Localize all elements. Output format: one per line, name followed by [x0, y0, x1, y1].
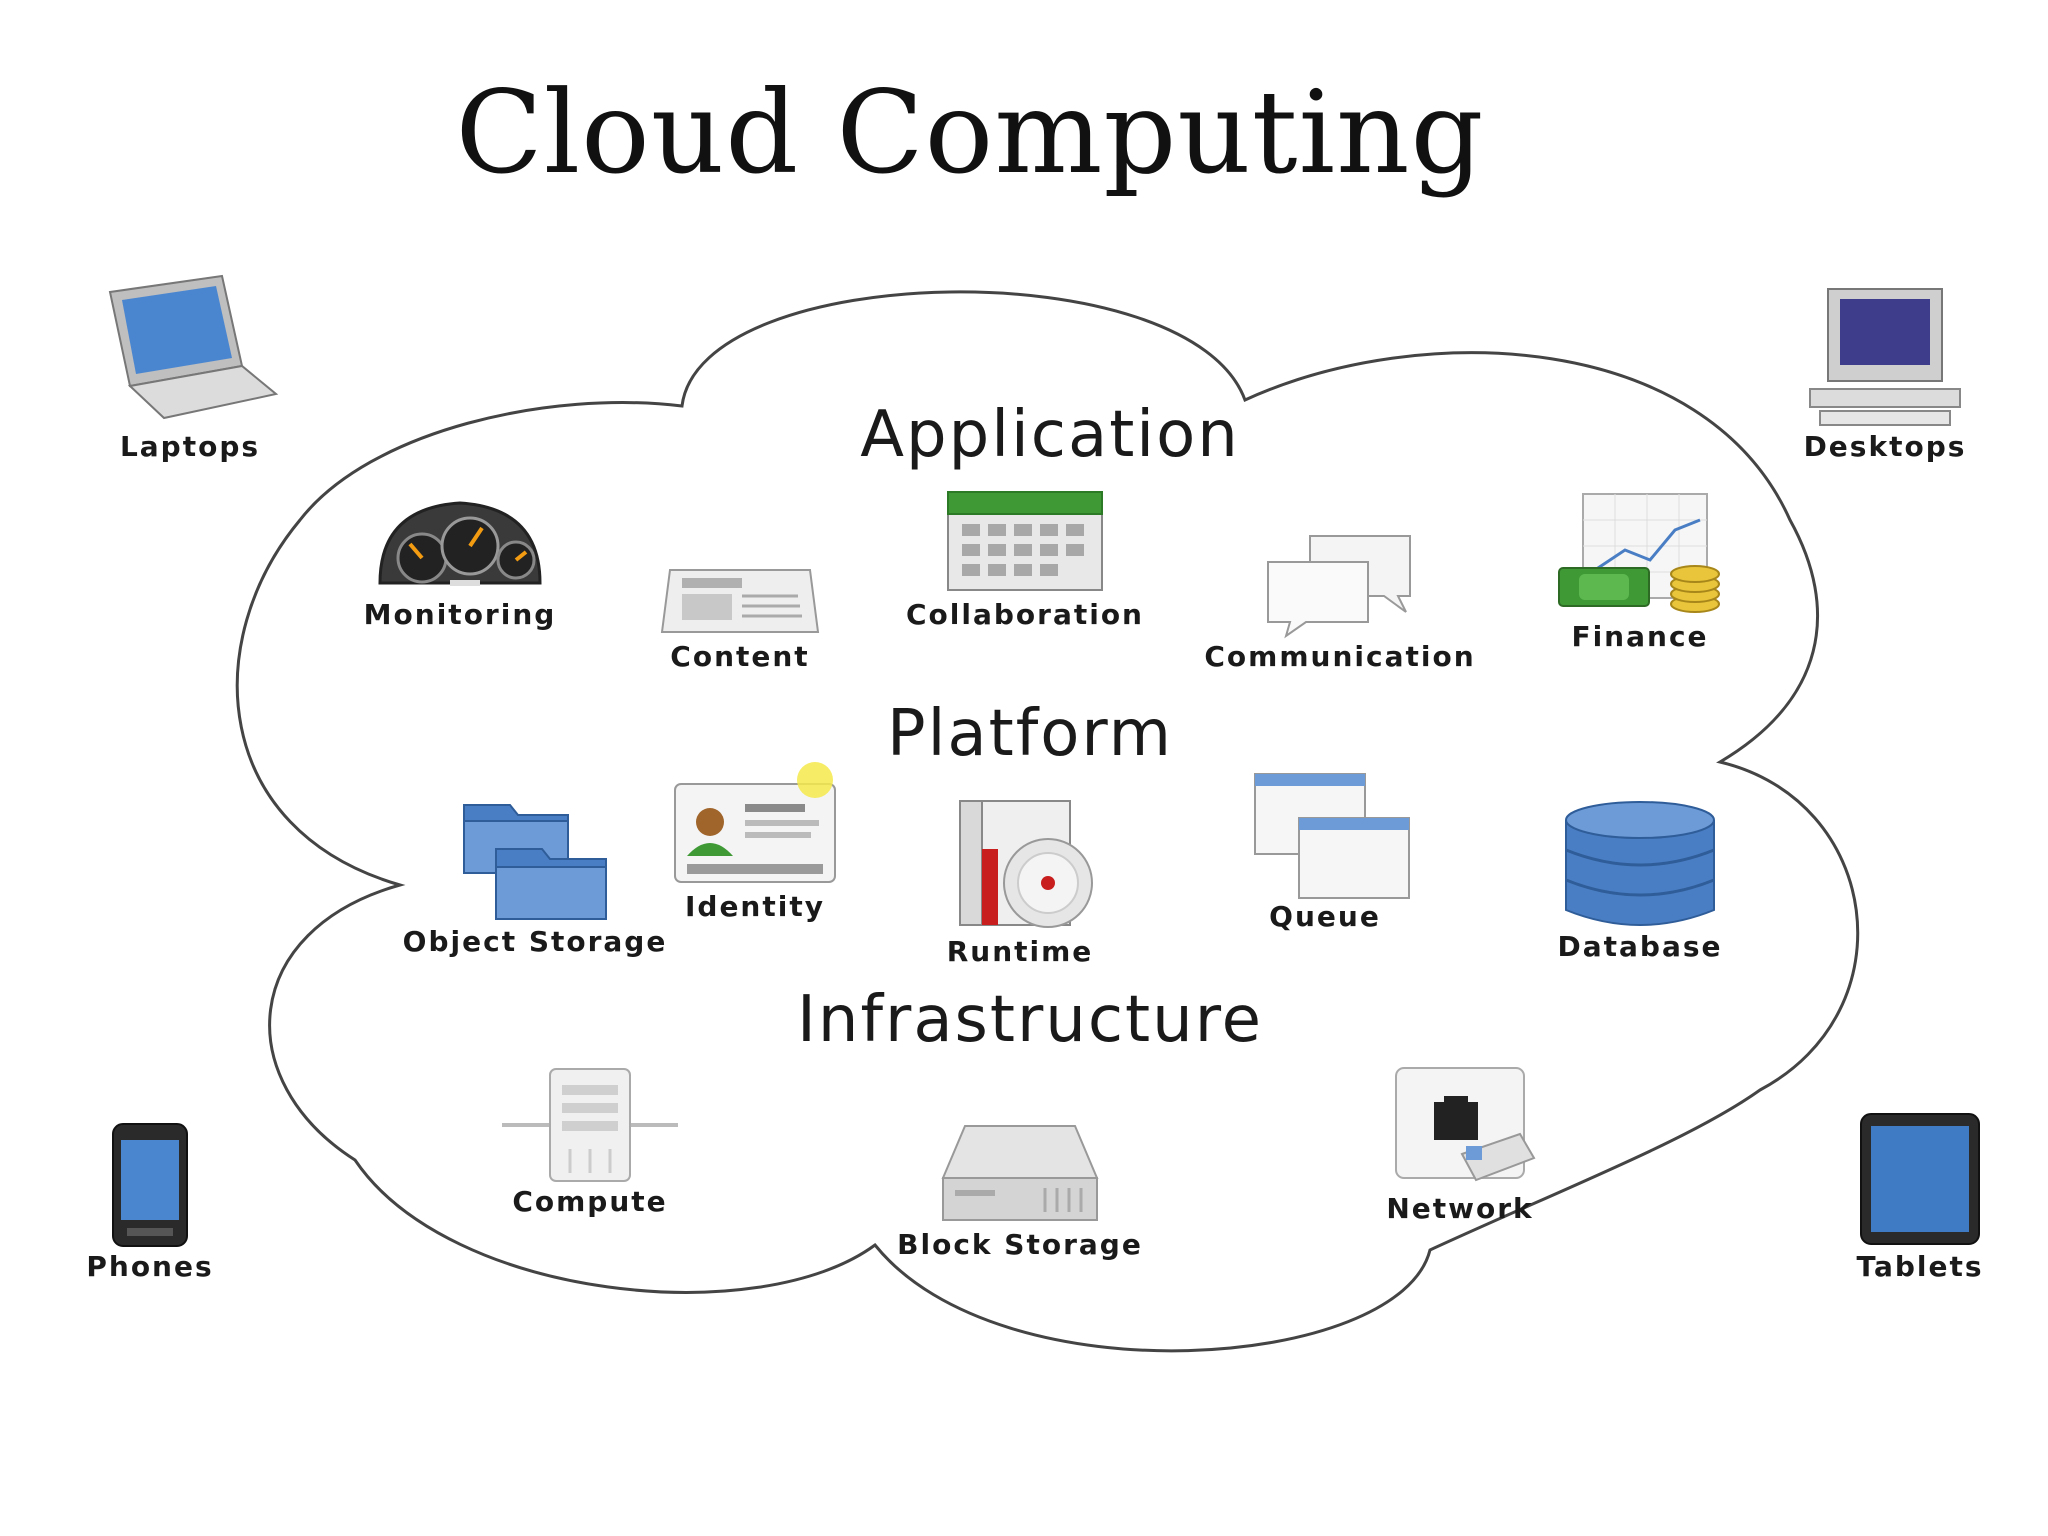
- service-content: Content: [650, 560, 830, 673]
- service-compute-label: Compute: [512, 1185, 668, 1218]
- ethernet-port-icon: [1395, 1067, 1536, 1182]
- device-phones-label: Phones: [86, 1250, 214, 1283]
- device-phones: Phones: [75, 1120, 225, 1283]
- service-collaboration: Collaboration: [895, 488, 1155, 631]
- service-communication: Communication: [1190, 530, 1490, 673]
- device-tablets: Tablets: [1840, 1110, 2000, 1283]
- hard-drive-icon: [941, 1125, 1099, 1221]
- id-card-icon: [674, 762, 836, 883]
- device-desktops: Desktops: [1790, 285, 1980, 463]
- service-database: Database: [1530, 800, 1750, 963]
- service-runtime: Runtime: [920, 795, 1120, 968]
- service-collaboration-label: Collaboration: [905, 598, 1144, 631]
- service-monitoring-label: Monitoring: [363, 598, 557, 631]
- calendar-icon: [947, 491, 1103, 591]
- disc-package-icon: [959, 800, 1093, 928]
- service-finance-label: Finance: [1571, 620, 1709, 653]
- device-laptops: Laptops: [100, 270, 280, 463]
- service-communication-label: Communication: [1204, 640, 1476, 673]
- service-object-storage: Object Storage: [400, 795, 670, 958]
- tablet-icon: [1860, 1113, 1980, 1245]
- layer-application-label: Application: [860, 398, 1240, 472]
- phone-icon: [112, 1123, 188, 1247]
- service-database-label: Database: [1557, 930, 1723, 963]
- service-monitoring: Monitoring: [345, 488, 575, 631]
- service-queue-label: Queue: [1269, 900, 1381, 933]
- device-desktops-label: Desktops: [1803, 430, 1967, 463]
- service-object-storage-label: Object Storage: [402, 925, 668, 958]
- dashboard-gauge-icon: [378, 501, 542, 586]
- speech-bubbles-icon: [1267, 535, 1411, 639]
- device-tablets-label: Tablets: [1856, 1250, 1984, 1283]
- service-queue: Queue: [1230, 770, 1420, 933]
- service-runtime-label: Runtime: [946, 935, 1094, 968]
- device-laptops-label: Laptops: [119, 430, 261, 463]
- service-identity: Identity: [660, 760, 850, 923]
- service-compute: Compute: [495, 1065, 685, 1218]
- server-tower-icon: [502, 1068, 678, 1182]
- layer-infrastructure-label: Infrastructure: [797, 983, 1263, 1057]
- folders-icon: [463, 804, 607, 920]
- page-title: Cloud Computing: [455, 66, 1485, 199]
- service-block-storage-label: Block Storage: [897, 1228, 1143, 1261]
- layer-platform-label: Platform: [887, 697, 1173, 771]
- laptop-icon: [108, 274, 279, 420]
- windows-stack-icon: [1254, 773, 1410, 899]
- database-cylinder-icon: [1565, 801, 1715, 926]
- service-content-label: Content: [670, 640, 810, 673]
- service-network-label: Network: [1386, 1192, 1534, 1225]
- newspaper-icon: [660, 569, 820, 633]
- desktop-icon: [1809, 288, 1961, 426]
- service-identity-label: Identity: [684, 890, 825, 923]
- service-finance: Finance: [1545, 490, 1735, 653]
- service-block-storage: Block Storage: [885, 1118, 1155, 1261]
- service-network: Network: [1360, 1062, 1560, 1225]
- money-chart-icon: [1558, 493, 1720, 613]
